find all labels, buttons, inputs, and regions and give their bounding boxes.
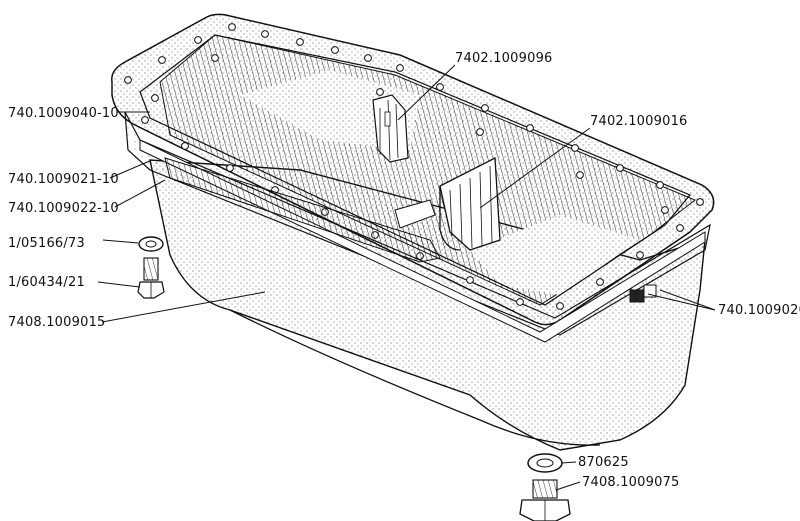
bolt-icon [137,257,165,299]
leader-bracket-front [479,127,591,209]
bolt-washer-icon [138,236,164,252]
flange-lower-strip [139,139,706,343]
label-pan: 7408.1009015 [8,315,106,330]
leader-washer [102,239,139,244]
leader-plate-lower [114,179,166,208]
label-bracket-rear: 7402.1009096 [455,51,553,66]
label-drain-washer: 870625 [578,455,629,470]
gasket-frame [111,13,715,343]
leader-bolt [97,281,141,288]
drain-plug-icon [519,479,571,521]
label-bracket-front: 7402.1009016 [590,114,688,129]
leader-drain-washer [561,461,577,464]
leader-plate-upper [109,159,153,179]
drain-washer-icon [527,453,563,473]
gasket-outer [111,13,715,326]
leader-pan [101,291,266,323]
label-side-part: 740.1009020 [718,303,800,318]
front-bracket [439,156,501,251]
part-labels: 740.1009040-10 740.1009021-10 740.100902… [8,51,800,490]
leader-side-b [659,289,716,311]
leader-bracket-rear [397,64,456,121]
rear-bracket [372,94,409,163]
label-drain-plug: 7408.1009075 [582,475,680,490]
leader-drain-plug [555,481,581,491]
label-plate-upper: 740.1009021-10 [8,172,119,187]
side-part-740-1009020 [629,284,657,303]
baffle-strip [164,157,441,263]
label-plate-lower: 740.1009022-10 [8,201,119,216]
pan-shell [149,159,706,451]
gasket-bolt-holes [124,23,704,310]
label-washer: 1/05166/73 [8,236,85,251]
leader-lines [97,64,716,491]
pan-bottom-edge [229,309,601,446]
gasket-inner [139,34,691,306]
leader-side-a [647,293,716,311]
label-bolt: 1/60434/21 [8,275,85,290]
label-gasket: 740.1009040-10 [8,106,119,121]
